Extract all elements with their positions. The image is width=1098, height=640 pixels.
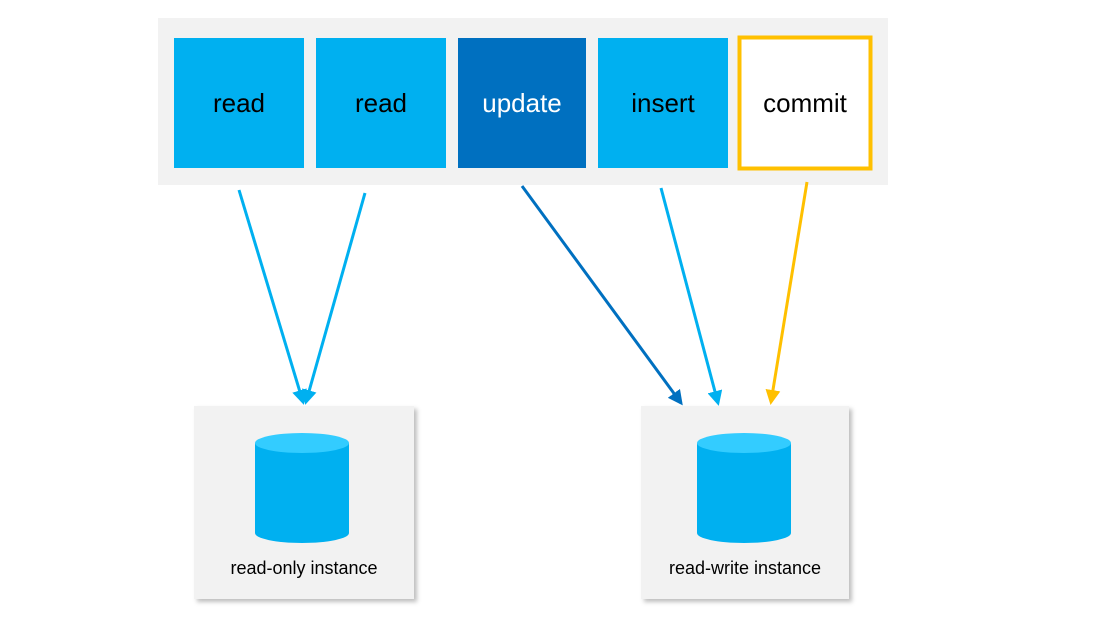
op-read-1: read bbox=[174, 38, 304, 168]
database-icon bbox=[255, 433, 349, 543]
arrow-insert-to-read-write bbox=[659, 187, 723, 406]
read-only-instance: read-only instance bbox=[194, 406, 414, 599]
op-label: commit bbox=[763, 88, 848, 118]
op-commit: commit bbox=[737, 35, 873, 171]
op-label: update bbox=[482, 88, 562, 118]
arrow-update-to-read-write bbox=[520, 185, 683, 406]
arrow-read-1-to-read-only bbox=[237, 189, 307, 405]
database-icon bbox=[697, 433, 791, 543]
op-read-2: read bbox=[316, 38, 446, 168]
instance-label: read-write instance bbox=[669, 558, 821, 578]
arrow-read-2-to-read-only bbox=[302, 192, 367, 405]
instance-label: read-only instance bbox=[230, 558, 377, 578]
op-label: read bbox=[213, 88, 265, 118]
op-label: read bbox=[355, 88, 407, 118]
arrow-commit-to-read-write bbox=[765, 181, 809, 405]
op-label: insert bbox=[631, 88, 695, 118]
read-write-instance: read-write instance bbox=[641, 406, 849, 599]
op-insert: insert bbox=[598, 38, 728, 168]
op-update: update bbox=[458, 38, 586, 168]
